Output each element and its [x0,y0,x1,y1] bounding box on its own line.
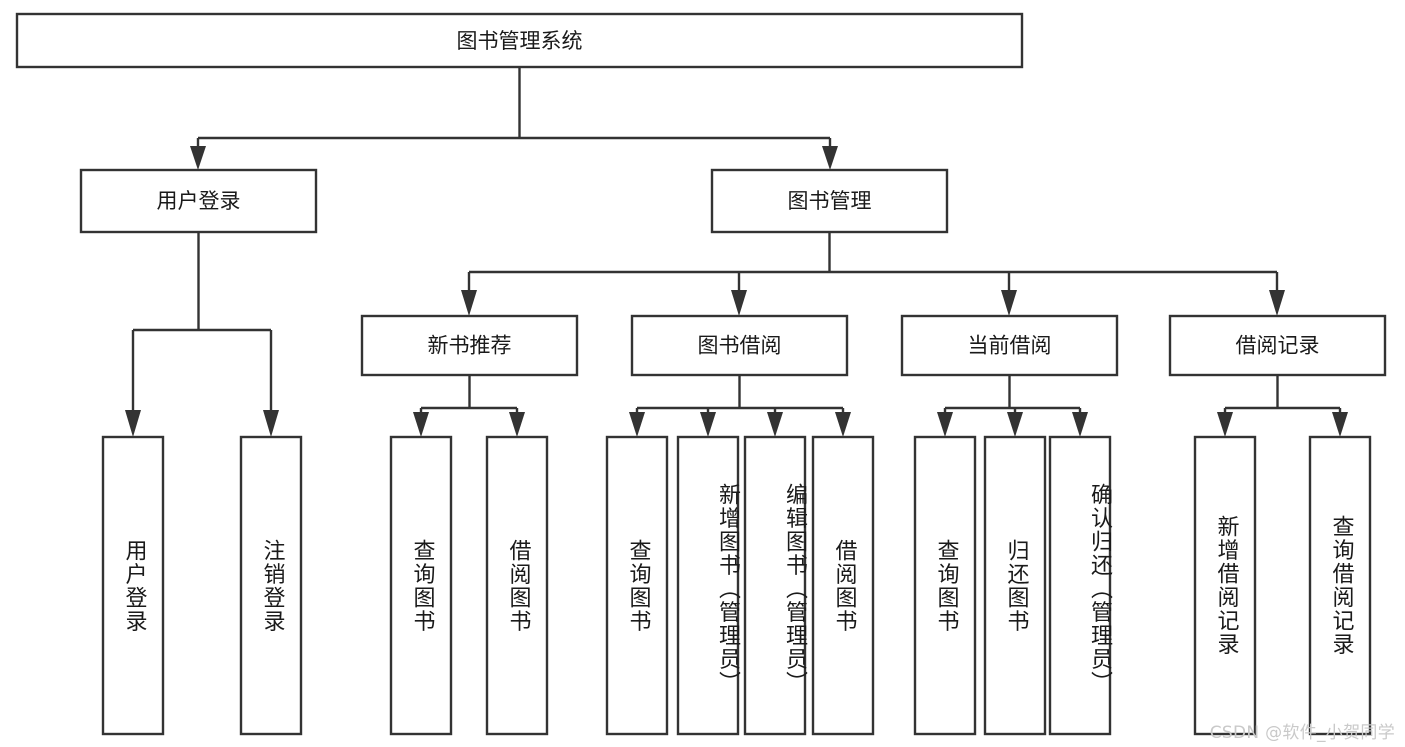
node-current-borrow-label: 当前借阅 [968,334,1052,358]
node-leaf-query-book-2[interactable] [605,435,669,736]
connector-newbook-to-leaves [413,375,525,437]
node-leaf-add-borrow-record[interactable] [1193,435,1257,736]
connector-root-to-level1 [190,67,838,170]
node-leaf-borrow-book-2[interactable] [811,435,875,736]
connector-currentborrow-to-leaves [937,375,1088,437]
node-leaf-edit-book[interactable] [743,435,807,736]
node-user-login-label: 用户登录 [157,189,241,213]
node-leaf-borrow-book-1[interactable] [485,435,549,736]
node-leaf-return-book[interactable] [983,435,1047,736]
connector-bookmgmt-to-level2 [461,232,1285,316]
node-book-management[interactable]: 图书管理 [710,168,949,234]
node-borrow-record-label: 借阅记录 [1236,334,1320,358]
node-leaf-query-book-3[interactable] [913,435,977,736]
node-book-borrow[interactable]: 图书借阅 [630,314,849,377]
node-leaf-logout-login[interactable] [239,435,303,736]
node-book-borrow-label: 图书借阅 [698,334,782,358]
node-user-login[interactable]: 用户登录 [79,168,318,234]
node-leaf-add-book[interactable] [676,435,740,736]
node-leaf-query-book-1[interactable] [389,435,453,736]
node-leaf-confirm-return[interactable] [1048,435,1112,736]
node-root[interactable]: 图书管理系统 [15,12,1024,69]
node-borrow-record[interactable]: 借阅记录 [1168,314,1387,377]
node-current-borrow[interactable]: 当前借阅 [900,314,1119,377]
node-leaf-user-login[interactable] [101,435,165,736]
node-leaf-query-borrow-record[interactable] [1308,435,1372,736]
connector-borrowrecord-to-leaves [1217,375,1348,437]
node-new-book-recommend[interactable]: 新书推荐 [360,314,579,377]
connector-bookborrow-to-leaves [629,375,851,437]
connector-userlogin-to-leaves [125,232,279,437]
node-root-label: 图书管理系统 [457,29,583,53]
node-book-management-label: 图书管理 [788,189,872,213]
node-new-book-recommend-label: 新书推荐 [428,334,512,358]
csdn-watermark: CSDN @软件_小贺同学 [1209,723,1395,743]
